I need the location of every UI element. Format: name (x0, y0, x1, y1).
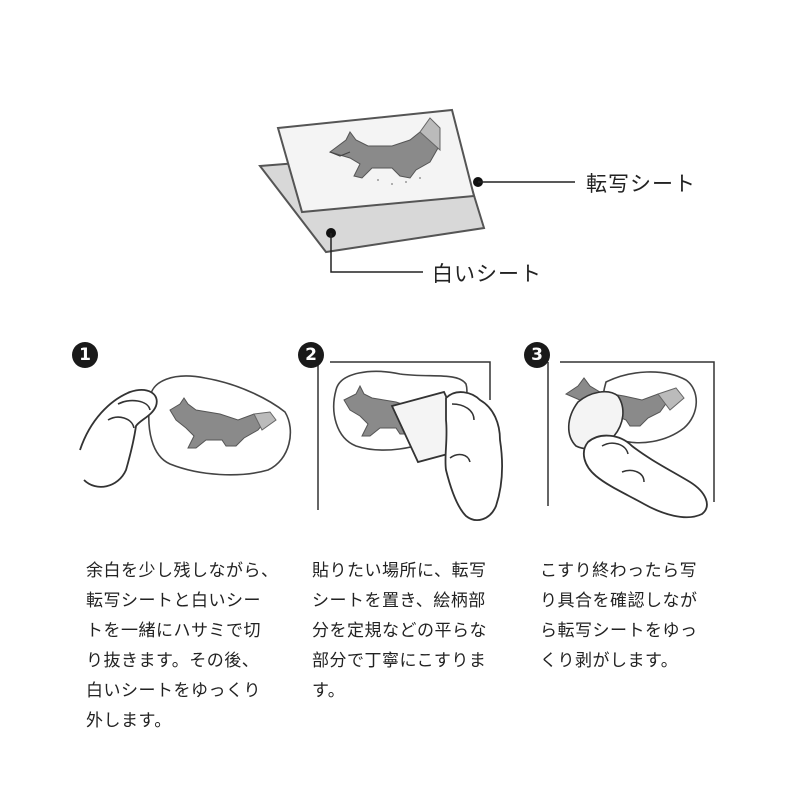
step-3-illustration (547, 361, 715, 519)
step-1-illustration (79, 375, 292, 488)
step-3-number: 3 (524, 342, 550, 368)
white-sheet-label: 白いシート (432, 262, 542, 286)
step-1-number: 1 (72, 342, 98, 368)
step-2-illustration (317, 361, 503, 521)
step-3-text: こすり終わったら写 り具合を確認しなが ら転写シートをゆっ くり剥がします。 (540, 561, 698, 671)
step-2-text: 貼りたい場所に、転写 シートを置き、絵柄部 分を定規などの平らな 部分で丁寧にこ… (312, 561, 487, 701)
white-sheet-leader (330, 233, 423, 273)
step-1-text: 余白を少し残しながら、 転写シートと白いシー トを一緒にハサミで切 り抜きます。… (86, 561, 279, 731)
fox-illustration-top (328, 117, 441, 185)
transfer-sheet-label: 転写シート (586, 172, 696, 196)
step-2-number: 2 (298, 342, 324, 368)
